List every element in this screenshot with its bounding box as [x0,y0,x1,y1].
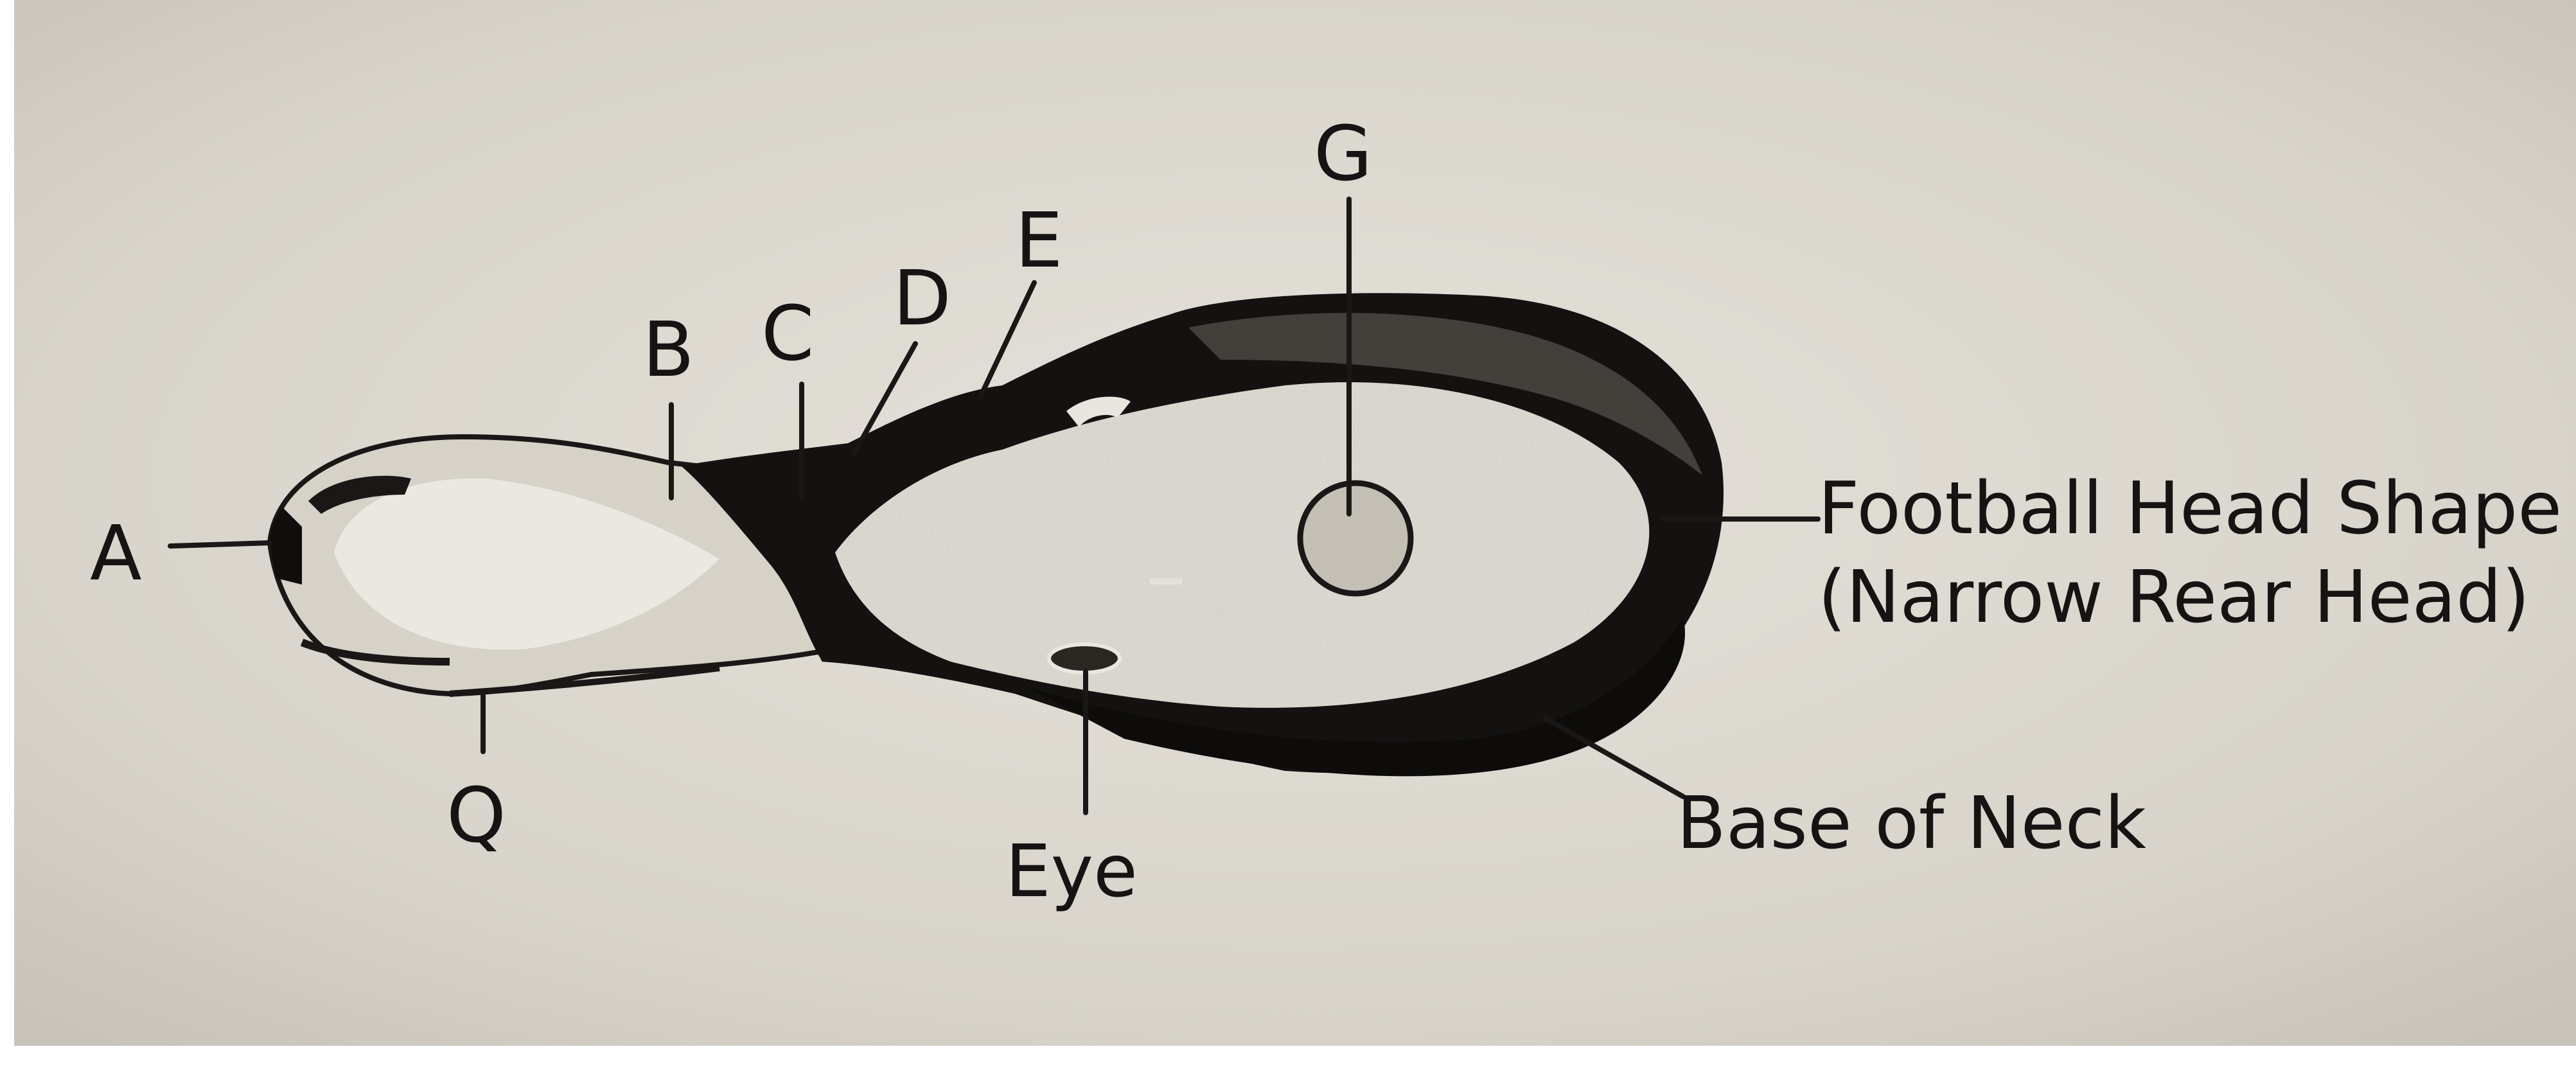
leader-a [170,543,270,546]
label-b: B [642,305,694,394]
label-e: E [1015,196,1063,285]
label-narrow-rear-head: (Narrow Rear Head) [1818,556,2530,639]
label-d: D [893,254,951,342]
label-football-head-shape: Football Head Shape [1818,467,2562,551]
ear-patch [1300,483,1411,594]
eye [1049,644,1120,673]
label-q: Q [446,771,506,860]
label-c: C [761,289,814,378]
label-g: G [1314,109,1372,198]
scan-border-bottom [0,1046,2576,1067]
label-base-of-neck: Base of Neck [1677,782,2146,865]
scan-border-left [0,0,14,1067]
label-a: A [90,509,142,597]
label-eye: Eye [1005,830,1138,913]
